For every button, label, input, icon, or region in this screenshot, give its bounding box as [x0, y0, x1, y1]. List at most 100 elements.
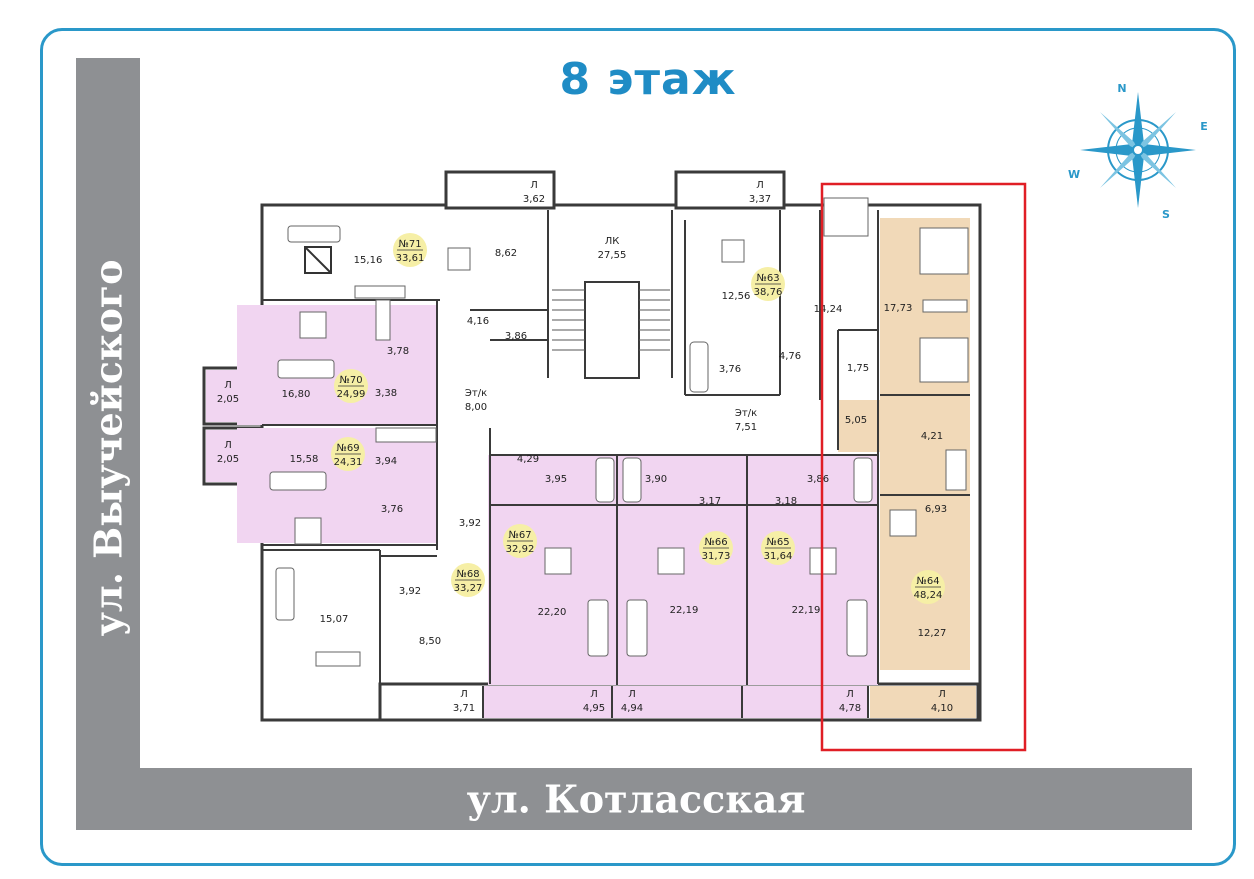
balcony-outline-top-1 [444, 170, 556, 210]
apartment-badge-70: №70 24,99 [334, 369, 368, 403]
apartment-area: 24,99 [337, 389, 366, 400]
apartment-number: №70 [339, 375, 362, 386]
balcony-area: 2,05 [217, 454, 239, 465]
sofa-icon [277, 359, 335, 379]
zone-balcony-70 [206, 370, 260, 422]
room-area: 3,17 [699, 496, 721, 507]
floor-title: 8 этаж [559, 54, 737, 105]
sofa-icon [846, 599, 868, 657]
room-area: 5,05 [845, 415, 867, 426]
room-area: 22,19 [670, 605, 699, 616]
kitchen-icon [922, 299, 968, 313]
room-area-labels: 15,16 8,62 4,16 3,86 16,80 3,78 3,38 15,… [282, 248, 947, 647]
apartment-area: 48,24 [914, 590, 943, 601]
room-area: 3,18 [775, 496, 797, 507]
balcony-area: 4,10 [931, 703, 953, 714]
balcony-label: Л [938, 689, 946, 700]
balcony-area: 3,37 [749, 194, 771, 205]
interior-walls [262, 210, 970, 718]
apartment-badge-71: №71 33,61 [393, 233, 427, 267]
sofa-icon [287, 225, 341, 243]
room-area: 3,76 [719, 364, 741, 375]
balcony-label: Л [224, 380, 232, 391]
room-area: 15,58 [290, 454, 319, 465]
room-area: 3,90 [645, 474, 667, 485]
balcony-label: Л [846, 689, 854, 700]
apartment-area: 31,73 [702, 551, 731, 562]
balcony-label: Л [628, 689, 636, 700]
room-area: 3,95 [545, 474, 567, 485]
apartment-badge-69: №69 24,31 [331, 437, 365, 471]
balcony-label: Л [590, 689, 598, 700]
kitchen-icon [375, 299, 391, 341]
room-area: 12,27 [918, 628, 947, 639]
compass-n: N [1117, 82, 1126, 95]
bathtub-icon [853, 457, 873, 503]
hall-right-label: Эт/к [735, 408, 757, 419]
hall-left-label: Эт/к [465, 388, 487, 399]
compass-w: W [1068, 168, 1080, 181]
room-area: 15,16 [354, 255, 383, 266]
common-area-labels: ЛК 27,55 Эт/к 8,00 Эт/к 7,51 [465, 236, 757, 433]
room-area: 1,75 [847, 363, 869, 374]
table-icon [447, 247, 471, 271]
room-area: 3,76 [381, 504, 403, 515]
kitchen-icon [375, 427, 437, 443]
street-bottom-band [76, 768, 1192, 830]
room-area: 16,80 [282, 389, 311, 400]
room-area: 6,93 [925, 504, 947, 515]
stair-label: ЛК [605, 236, 620, 247]
sofa-icon [587, 599, 609, 657]
table-icon [544, 547, 572, 575]
bed-icon [919, 227, 969, 275]
zone-70 [237, 305, 437, 425]
apartment-number: №68 [456, 569, 479, 580]
apartment-area: 33,61 [396, 253, 425, 264]
room-area: 3,78 [387, 346, 409, 357]
room-area: 3,86 [505, 331, 527, 342]
compass-s: S [1162, 208, 1170, 221]
apartment-badge-64: №64 48,24 [911, 570, 945, 604]
balcony-area: 3,71 [453, 703, 475, 714]
room-area: 22,20 [538, 607, 567, 618]
kitchen-icon [945, 449, 967, 491]
apartment-area: 33,27 [454, 583, 483, 594]
apartment-area: 31,64 [764, 551, 793, 562]
room-area: 22,19 [792, 605, 821, 616]
room-area: 8,50 [419, 636, 441, 647]
apartment-badge-65: №65 31,64 [761, 531, 795, 565]
zone-balcony-69 [206, 430, 260, 482]
room-area: 17,73 [884, 303, 913, 314]
sofa-icon [626, 599, 648, 657]
apartment-area: 38,76 [754, 287, 783, 298]
room-area: 4,76 [779, 351, 801, 362]
apartment-number: №66 [704, 537, 727, 548]
room-area: 3,92 [399, 586, 421, 597]
room-area: 3,94 [375, 456, 397, 467]
balcony-area: 2,05 [217, 394, 239, 405]
sofa-icon [275, 567, 295, 621]
apartment-badge-66: №66 31,73 [699, 531, 733, 565]
shaft-icon [304, 246, 332, 274]
hall-right-area: 7,51 [735, 422, 757, 433]
room-area: 4,16 [467, 316, 489, 327]
room-area: 14,24 [814, 304, 843, 315]
apartment-area: 24,31 [334, 457, 363, 468]
zone-balcony-64 [870, 686, 976, 718]
street-left-band [76, 58, 140, 830]
table-icon [721, 239, 745, 263]
apartment-number: №64 [916, 576, 939, 587]
bed-icon [919, 337, 969, 383]
stairs-icon [552, 289, 670, 351]
room-area: 15,07 [320, 614, 349, 625]
hall-left-area: 8,00 [465, 402, 487, 413]
compass-e: E [1200, 120, 1208, 133]
balcony-area: 4,94 [621, 703, 643, 714]
selected-apartment-outline [820, 182, 1027, 752]
kitchen-icon [354, 285, 406, 299]
kitchen-icon [315, 651, 361, 667]
room-area: 4,29 [517, 454, 539, 465]
balcony-label: Л [530, 180, 538, 191]
room-area: 3,38 [375, 388, 397, 399]
